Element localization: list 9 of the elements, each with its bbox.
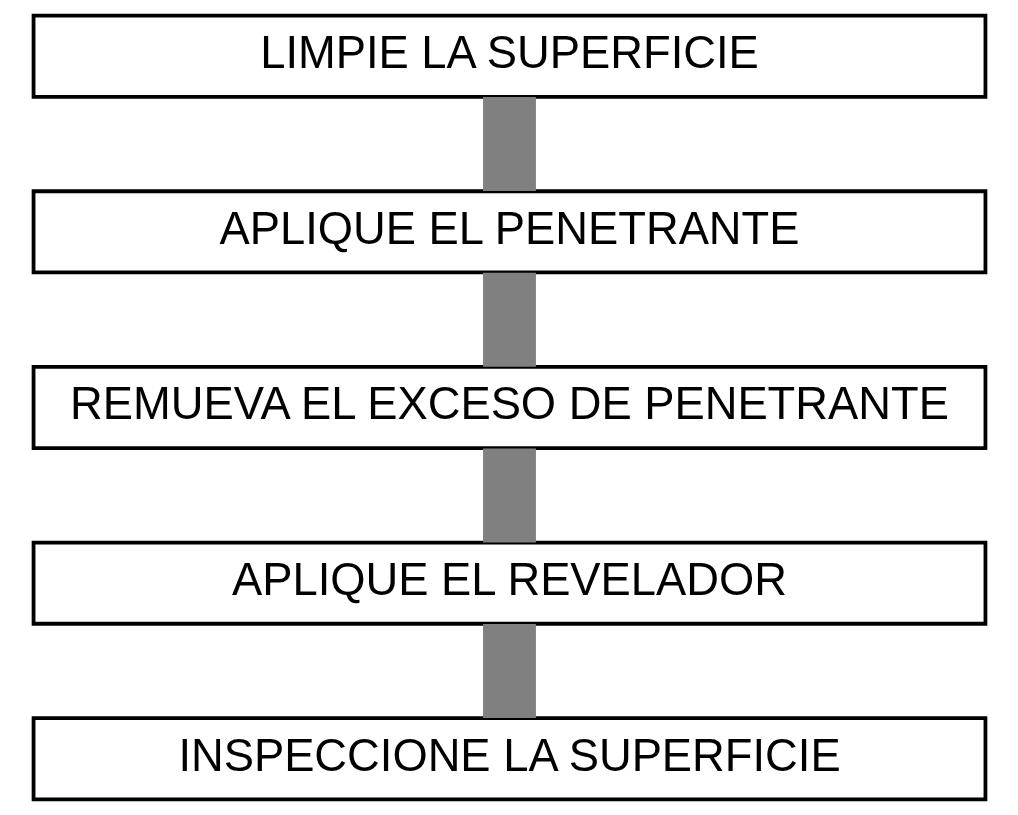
node-box: INSPECCIONE LA SUPERFICIE <box>31 716 987 802</box>
connector <box>482 97 536 192</box>
node-box: APLIQUE EL REVELADOR <box>31 540 987 626</box>
node-box: LIMPIE LA SUPERFICIE <box>31 13 987 99</box>
connector <box>482 272 536 367</box>
connector <box>482 448 536 543</box>
node-box: APLIQUE EL PENETRANTE <box>31 189 987 275</box>
node-box: REMUEVA EL EXCESO DE PENETRANTE <box>31 365 987 450</box>
connector <box>482 624 536 719</box>
